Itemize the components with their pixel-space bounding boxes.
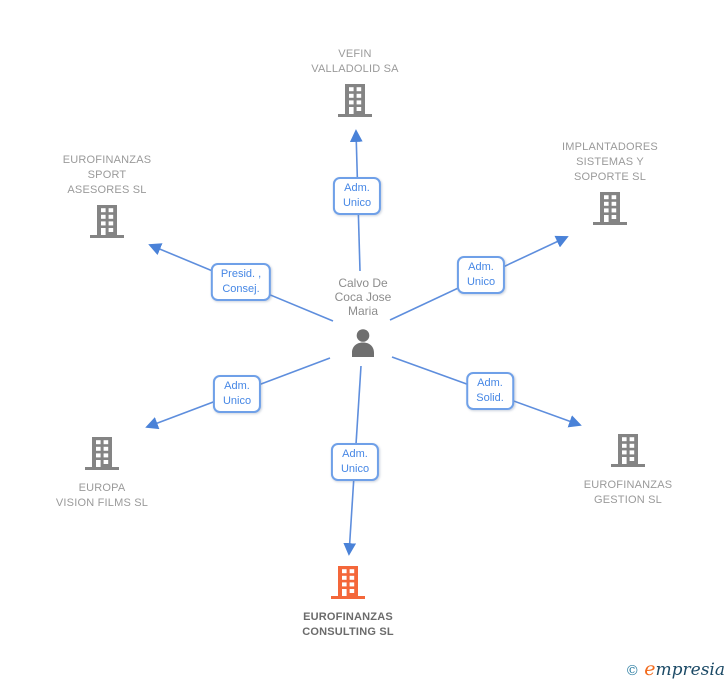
relationship-label-line: Unico [466, 276, 496, 288]
company-name: EUROFINANZAS CONSULTING SL [302, 610, 394, 640]
company-name-line: EUROFINANZAS [303, 611, 393, 623]
brand-name: mpresia [655, 660, 726, 680]
company-node-implantadores-sistemas[interactable]: IMPLANTADORES SISTEMAS Y SOPORTE SL [535, 140, 685, 230]
company-name-line: EUROPA [78, 482, 126, 494]
company-name-line: SISTEMAS Y [576, 156, 644, 168]
relationship-label-line: Unico [342, 197, 372, 209]
relationship-label-line: Presid. , [220, 268, 262, 280]
relationship-label-line: Adm. [344, 182, 370, 194]
building-icon-highlighted [331, 566, 365, 604]
building-icon [593, 192, 627, 230]
company-name-line: EUROFINANZAS [62, 154, 152, 166]
company-name-line: ASESORES SL [67, 184, 147, 196]
company-name-line: GESTION SL [593, 494, 662, 506]
person-node-calvo-de-coca[interactable]: Calvo De Coca Jose Maria [288, 276, 438, 362]
company-name: EUROFINANZAS SPORT ASESORES SL [63, 153, 152, 198]
relationship-label-adm-unico-top: Adm. Unico [332, 177, 382, 215]
empresia-watermark: ©empresia [625, 658, 725, 680]
relationship-label-line: Unico [222, 395, 252, 407]
relationship-label-adm-unico-right: Adm. Unico [456, 256, 506, 294]
relationship-label-line: Unico [340, 463, 370, 475]
person-icon [347, 327, 379, 362]
relationship-label-line: Adm. [224, 380, 250, 392]
company-name-line: VISION FILMS SL [55, 497, 149, 509]
building-icon [85, 437, 119, 475]
company-name: VEFIN VALLADOLID SA [311, 47, 398, 77]
company-name: IMPLANTADORES SISTEMAS Y SOPORTE SL [562, 140, 658, 185]
company-node-eurofinanzas-consulting[interactable]: EUROFINANZAS CONSULTING SL [273, 566, 423, 640]
company-name-line: EUROFINANZAS [583, 479, 673, 491]
relationship-label-line: Solid. [476, 392, 504, 404]
relationship-label-line: Adm. [342, 448, 368, 460]
company-name-line: IMPLANTADORES [562, 141, 658, 153]
person-name-line: Calvo De [338, 276, 388, 290]
relationship-label-line: Adm. [468, 261, 494, 273]
company-node-eurofinanzas-gestion[interactable]: EUROFINANZAS GESTION SL [553, 434, 703, 508]
relationship-label-adm-solid: Adm. Solid. [466, 372, 514, 410]
company-name-line: VEFIN [338, 48, 372, 60]
company-name: EUROFINANZAS GESTION SL [584, 478, 673, 508]
company-name-line: CONSULTING SL [302, 626, 394, 638]
relationship-label-presid-consej: Presid. , Consej. [210, 263, 272, 301]
company-name-line: SPORT [87, 169, 127, 181]
company-name: EUROPA VISION FILMS SL [56, 481, 148, 511]
company-node-vefin-valladolid[interactable]: VEFIN VALLADOLID SA [280, 47, 430, 122]
company-name-line: VALLADOLID SA [311, 63, 399, 75]
building-icon [90, 205, 124, 243]
person-name-line: Coca Jose [334, 290, 392, 304]
building-icon [611, 434, 645, 472]
company-node-europa-vision[interactable]: EUROPA VISION FILMS SL [27, 437, 177, 511]
building-icon [338, 84, 372, 122]
relationship-label-adm-unico-bottom: Adm. Unico [330, 443, 380, 481]
copyright-icon: © [625, 663, 640, 679]
company-name-line: SOPORTE SL [573, 171, 647, 183]
person-name: Calvo De Coca Jose Maria [335, 276, 392, 318]
brand-initial: e [644, 658, 656, 680]
relationship-label-adm-unico-left: Adm. Unico [212, 375, 262, 413]
relationship-label-line: Consej. [222, 283, 260, 295]
person-name-line: Maria [347, 304, 378, 318]
relationship-label-line: Adm. [477, 377, 503, 389]
company-node-eurofinanzas-sport[interactable]: EUROFINANZAS SPORT ASESORES SL [32, 153, 182, 243]
